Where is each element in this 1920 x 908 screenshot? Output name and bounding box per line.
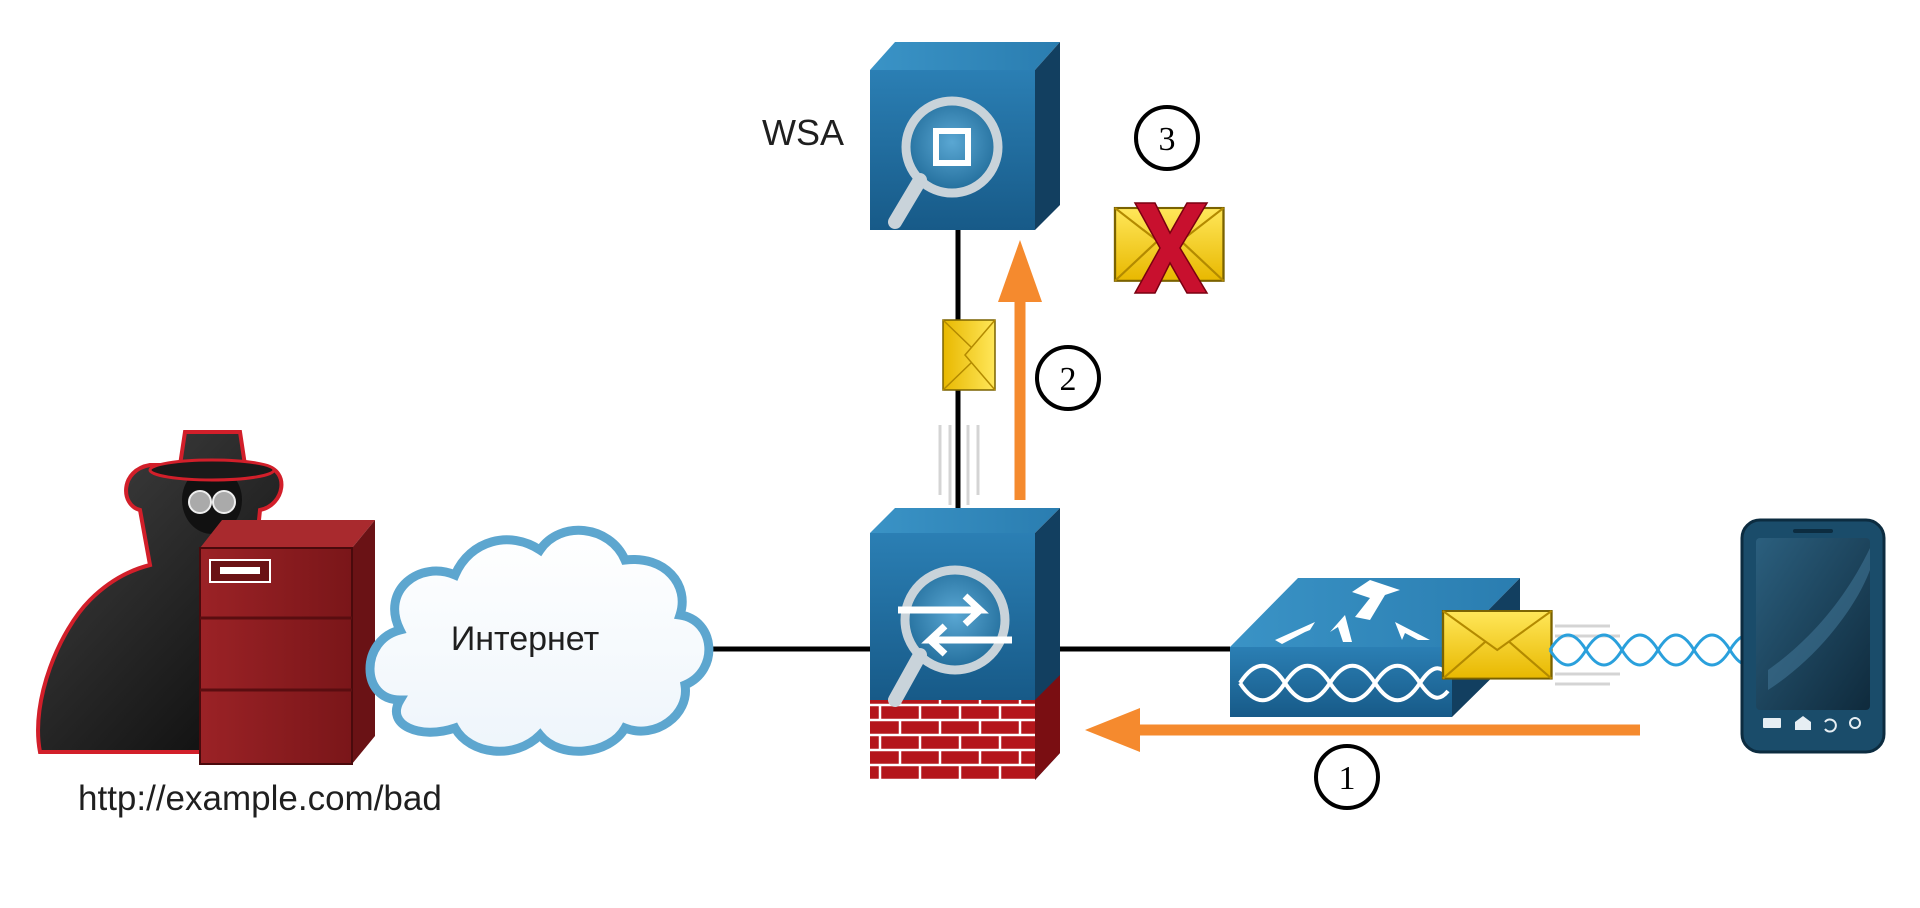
svg-text:2: 2	[1060, 361, 1077, 398]
blocked-x-icon	[1133, 202, 1209, 294]
envelope-at-access-point	[1441, 609, 1553, 680]
web-security-appliance-icon	[870, 42, 1060, 230]
asa-firewall-icon	[870, 508, 1060, 780]
red-server-icon	[199, 520, 375, 765]
brick-wall	[870, 700, 1035, 780]
url-label: http://example.com/bad	[78, 779, 442, 818]
envelope-icon	[942, 319, 996, 391]
internet-label: Интернет	[451, 620, 599, 658]
step-marker-2: 2	[1035, 345, 1101, 411]
step-marker-1: 1	[1314, 744, 1380, 810]
envelope-in-transit	[938, 319, 996, 505]
blocked-envelope	[1113, 202, 1225, 294]
svg-text:1: 1	[1339, 760, 1356, 797]
wireless-signal	[1548, 624, 1768, 686]
flow-arrows	[998, 240, 1640, 752]
svg-text:3: 3	[1159, 121, 1176, 158]
internet-cloud-icon: Интернет	[365, 525, 714, 756]
wsa-label: WSA	[762, 112, 844, 153]
smartphone-icon	[1740, 518, 1886, 754]
step-marker-3: 3	[1134, 105, 1200, 171]
